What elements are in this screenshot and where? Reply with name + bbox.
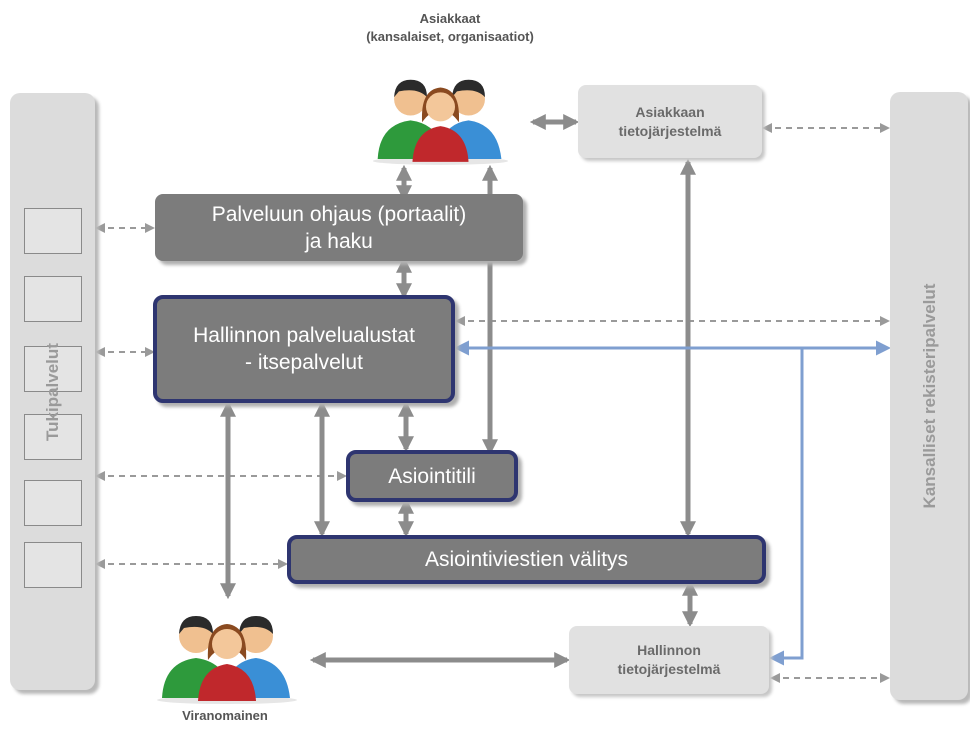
- support-slot-1: [24, 208, 82, 254]
- asiointitili-box: Asiointitili: [346, 450, 518, 502]
- portal-box: Palveluun ohjaus (portaalit) ja haku: [155, 194, 523, 261]
- support-slot-3: [24, 346, 82, 392]
- authority-people-icon: [157, 616, 297, 704]
- support-slot-6: [24, 542, 82, 588]
- support-slot-4: [24, 414, 82, 460]
- authority-label: Viranomainen: [182, 708, 268, 723]
- service-platforms-box: Hallinnon palvelualustat - itsepalvelut: [153, 295, 455, 403]
- national-registry-label: Kansalliset rekisteripalvelut: [920, 283, 939, 509]
- customers-label: Asiakkaat (kansalaiset, organisaatiot): [366, 11, 534, 44]
- blue-registry-adminsys: [769, 348, 804, 666]
- support-slot-5: [24, 480, 82, 526]
- customers-people-icon: [372, 79, 509, 165]
- national-registry-pillar: [890, 92, 968, 700]
- support-services-label: Tukipalvelut: [43, 343, 62, 441]
- customer-system-box: Asiakkaan tietojärjestelmä: [578, 85, 762, 158]
- messaging-box: Asiointiviestien välitys: [287, 535, 766, 584]
- support-slot-2: [24, 276, 82, 322]
- admin-system-box: Hallinnon tietojärjestelmä: [569, 626, 769, 694]
